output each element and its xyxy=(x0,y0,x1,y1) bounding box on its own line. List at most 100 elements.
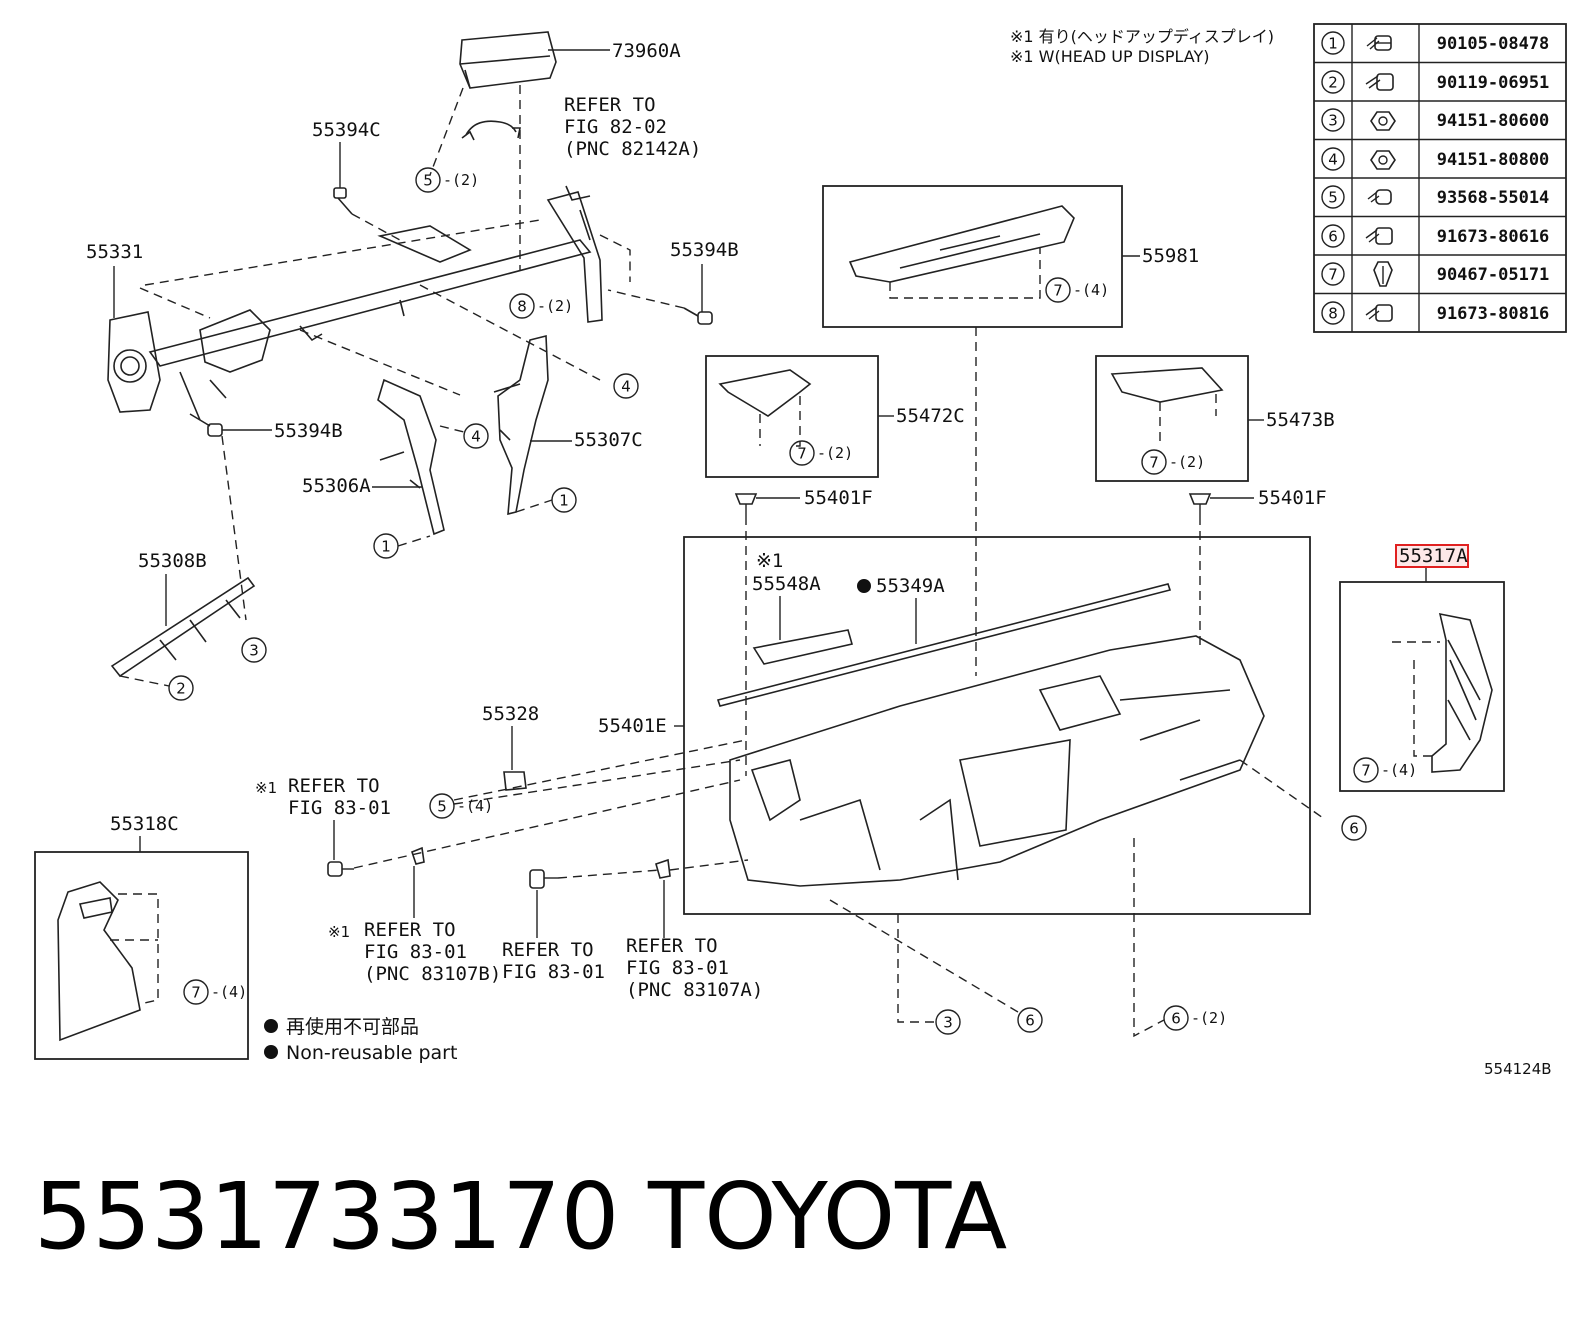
svg-text:91673-80616: 91673-80616 xyxy=(1437,227,1550,247)
wire-harness-drawing xyxy=(461,120,521,141)
pad-55473B-box xyxy=(1095,355,1249,482)
callout-1: 1 xyxy=(373,533,399,559)
svg-text:7: 7 xyxy=(1149,454,1159,472)
label-55394B-top: 55394B xyxy=(670,239,739,261)
label-55306A: 55306A xyxy=(302,475,371,497)
callout-2: 2 xyxy=(168,675,194,701)
svg-text:6: 6 xyxy=(1025,1012,1035,1030)
note-english: ※1 W(HEAD UP DISPLAY) xyxy=(1010,47,1210,66)
label-55349A: 55349A xyxy=(876,575,945,597)
bolt-icon xyxy=(1366,35,1392,51)
svg-text:93568-55014: 93568-55014 xyxy=(1437,188,1550,208)
bolt-55394C-drawing xyxy=(333,142,353,215)
clip-icon xyxy=(1373,261,1393,287)
svg-text:4: 4 xyxy=(471,428,481,446)
legend: 再使用不可部品 Non-reusable part xyxy=(264,1016,457,1064)
svg-text:5: 5 xyxy=(437,798,447,816)
bolt-55394B-top-drawing xyxy=(683,264,713,325)
callout-7: 7 -(4) xyxy=(183,979,247,1005)
svg-text:5: 5 xyxy=(423,172,433,190)
svg-text:7: 7 xyxy=(797,445,807,463)
svg-text:2: 2 xyxy=(176,680,186,698)
svg-text:1: 1 xyxy=(559,492,569,510)
hud-mark: ※1 xyxy=(756,550,783,572)
clip-refer-d-drawing xyxy=(655,858,671,879)
side-cover-55317A-box xyxy=(1339,581,1505,792)
svg-text:2: 2 xyxy=(1328,74,1338,92)
clip-55401F-right-drawing xyxy=(1188,493,1212,516)
brand-title: TOYOTA xyxy=(647,1163,1007,1270)
label-55548A: 55548A xyxy=(752,573,821,595)
part-number-title: 5531733170 xyxy=(34,1163,619,1270)
refer-83a-mark: ※1 xyxy=(255,779,277,797)
callout-4: 4 xyxy=(463,423,489,449)
svg-text:-(2): -(2) xyxy=(537,297,573,315)
svg-text:7: 7 xyxy=(1053,282,1063,300)
bolt-icon xyxy=(1365,73,1394,91)
non-reusable-mark xyxy=(857,579,871,593)
table-row: 8 91673-80816 xyxy=(1321,301,1549,325)
svg-text:-(4): -(4) xyxy=(457,797,493,815)
nut-55328-drawing xyxy=(503,771,527,791)
table-row: 4 94151-80800 xyxy=(1321,147,1549,171)
svg-text:-(2): -(2) xyxy=(817,444,853,462)
svg-text:90105-08478: 90105-08478 xyxy=(1437,34,1550,54)
svg-text:3: 3 xyxy=(1328,112,1338,130)
screw-icon xyxy=(1367,189,1392,205)
svg-text:3: 3 xyxy=(943,1014,953,1032)
label-55307C: 55307C xyxy=(574,429,643,451)
refer-83c-line2: FIG 83-01 xyxy=(502,961,605,983)
reinforcement-beam-drawing xyxy=(107,185,603,421)
svg-text:90119-06951: 90119-06951 xyxy=(1437,73,1550,93)
table-row: 7 90467-05171 xyxy=(1321,261,1549,287)
diagram-id: 554124B xyxy=(1484,1060,1552,1078)
svg-text:-(4): -(4) xyxy=(1073,281,1109,299)
label-73960A: 73960A xyxy=(612,40,681,62)
svg-text:6: 6 xyxy=(1328,228,1338,246)
svg-text:-(4): -(4) xyxy=(211,983,247,1001)
callout-7: 7 -(4) xyxy=(1353,757,1417,783)
table-row: 5 93568-55014 xyxy=(1321,185,1550,209)
refer-83d-line3: (PNC 83107A) xyxy=(626,979,763,1001)
refer-83b-line3: (PNC 83107B) xyxy=(364,963,501,985)
callout-7: 7 -(2) xyxy=(789,440,853,466)
refer-82-line2: FIG 82-02 xyxy=(564,116,667,138)
svg-text:1: 1 xyxy=(1328,35,1338,53)
label-55328: 55328 xyxy=(482,703,539,725)
svg-text:7: 7 xyxy=(191,984,201,1002)
label-55981: 55981 xyxy=(1142,245,1199,267)
svg-text:7: 7 xyxy=(1328,266,1338,284)
nut-icon xyxy=(1370,111,1396,131)
cover-55981-box xyxy=(822,185,1123,328)
bracket-55307C-drawing xyxy=(493,334,549,516)
refer-83d-line1: REFER TO xyxy=(626,935,718,957)
fastener-table: 1 90105-08478 2 90119-06951 3 94151-8060… xyxy=(1313,23,1567,333)
refer-82-line1: REFER TO xyxy=(564,94,656,116)
svg-text:-(2): -(2) xyxy=(443,171,479,189)
svg-text:-(2): -(2) xyxy=(1191,1009,1227,1027)
clip-55401F-left-drawing xyxy=(734,493,758,516)
refer-83b-line1: REFER TO xyxy=(364,919,456,941)
svg-text:4: 4 xyxy=(621,378,631,396)
svg-text:1: 1 xyxy=(381,538,391,556)
legend-en: Non-reusable part xyxy=(286,1042,457,1064)
callout-5: 5 -(4) xyxy=(429,793,493,819)
label-55394B-lower: 55394B xyxy=(274,420,343,442)
svg-text:-(2): -(2) xyxy=(1169,453,1205,471)
refer-83b-line2: FIG 83-01 xyxy=(364,941,467,963)
hud-unit-drawing xyxy=(459,31,610,89)
callout-8: 8 -(2) xyxy=(509,293,573,319)
svg-text:5: 5 xyxy=(1328,189,1338,207)
callout-6: 6 xyxy=(1017,1007,1043,1033)
callout-7: 7 -(4) xyxy=(1045,277,1109,303)
bolt-55394B-lower-drawing xyxy=(189,413,223,437)
bracket-55306A-drawing xyxy=(377,378,445,536)
table-row: 3 94151-80600 xyxy=(1321,108,1549,132)
table-row: 6 91673-80616 xyxy=(1321,224,1550,248)
label-55401F-right: 55401F xyxy=(1258,487,1327,509)
refer-83b-mark: ※1 xyxy=(328,923,350,941)
svg-text:4: 4 xyxy=(1328,151,1338,169)
bolt-refer-c-drawing xyxy=(529,869,545,889)
refer-83a-line2: FIG 83-01 xyxy=(288,797,391,819)
